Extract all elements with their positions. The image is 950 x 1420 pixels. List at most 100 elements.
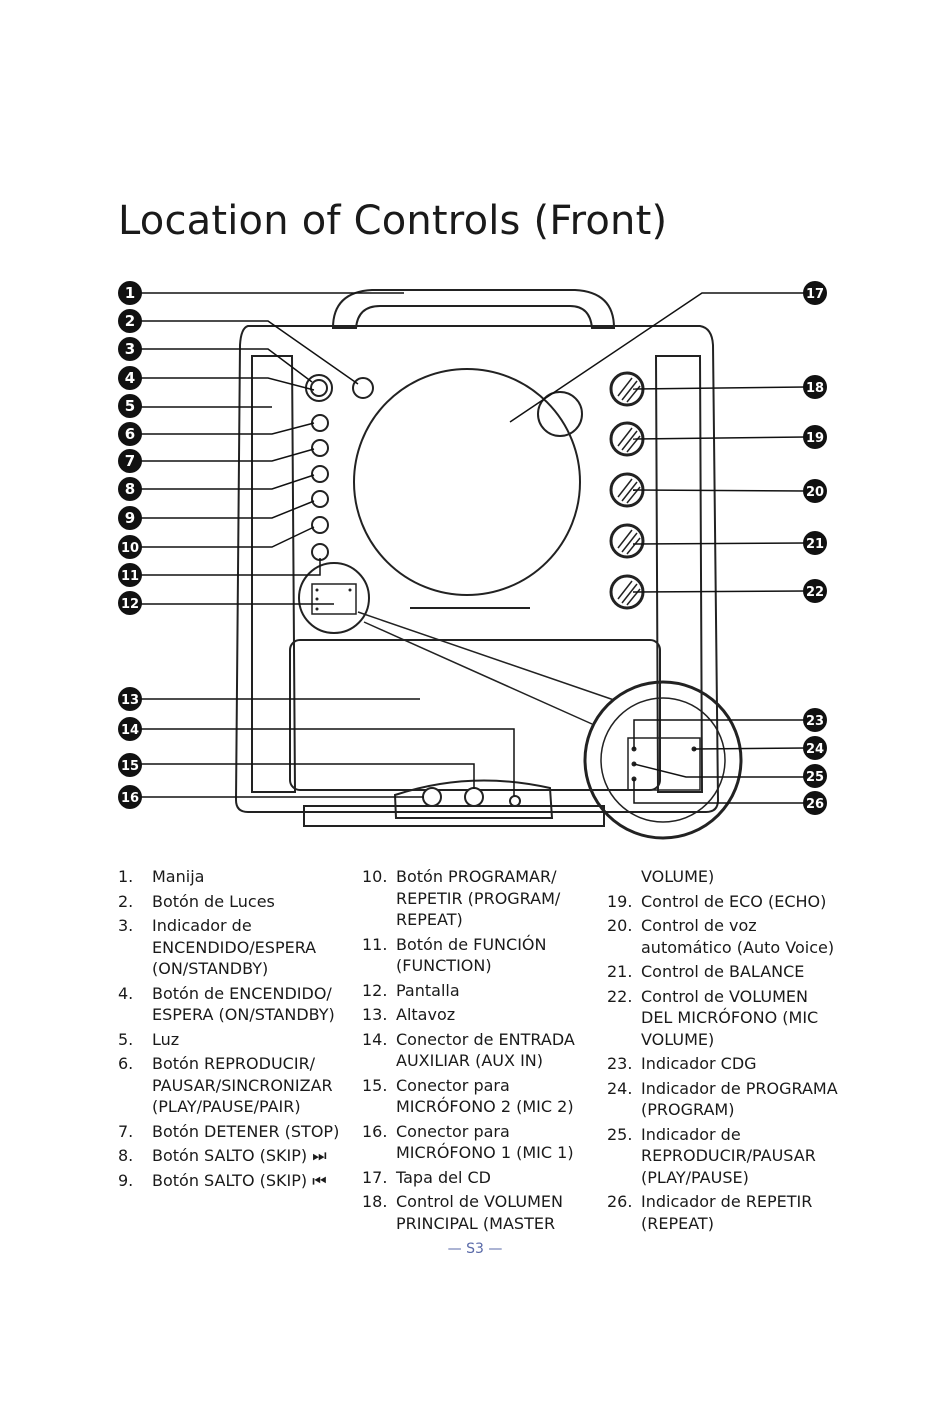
legend-item-number: 10. xyxy=(362,867,388,886)
callout-number: 2 xyxy=(125,312,135,330)
callout-badge-4 xyxy=(118,366,142,390)
callout-number: 12 xyxy=(121,597,139,612)
legend-item-text: Conector para MICRÓFONO 1 (MIC 1) xyxy=(396,1121,574,1163)
legend-item-number: 21. xyxy=(607,962,633,981)
callout-number: 26 xyxy=(806,797,824,812)
callout-badge-10 xyxy=(118,535,142,559)
legend-item: 6.Botón REPRODUCIR/ PAUSAR/SINCRONIZAR (… xyxy=(118,1053,350,1118)
legend-item: 25.Indicador de REPRODUCIR/PAUSAR (PLAY/… xyxy=(607,1124,839,1189)
legend-column-2: 10. Botón PROGRAMAR/ REPETIR (PROGRAM/ RE… xyxy=(362,866,598,1237)
handle-shape xyxy=(331,289,616,329)
legend-item-number: 23. xyxy=(607,1054,633,1073)
legend-item: 8. Botón SALTO (SKIP) ⏭ xyxy=(118,1145,350,1167)
callout-badge-25 xyxy=(803,764,827,788)
callout-number: 15 xyxy=(121,759,139,774)
legend-item-text: Indicador de ENCENDIDO/ESPERA (ON/STANDB… xyxy=(152,916,317,978)
legend-item-text: Botón SALTO (SKIP) ⏭ xyxy=(152,1146,327,1165)
legend-item-text: Botón PROGRAMAR/ REPETIR (PROGRAM/ REPEA… xyxy=(396,867,561,929)
legend-item-text: Control de ECO (ECHO) xyxy=(641,891,827,911)
legend-item: 21.Control de BALANCE xyxy=(607,961,839,983)
callout-badge-3 xyxy=(118,337,142,361)
callout-badge-21 xyxy=(803,531,827,555)
callout-number: 16 xyxy=(121,791,139,806)
legend-item: 9.Botón SALTO (SKIP) ⏮ xyxy=(118,1170,350,1192)
legend-item-number: 1. xyxy=(118,867,134,886)
legend-item: 15.Conector para MICRÓFONO 2 (MIC 2) xyxy=(362,1075,598,1118)
legend-item-text: Conector de ENTRADA AUXILIAR (AUX IN) xyxy=(396,1029,575,1071)
callout-number: 23 xyxy=(806,714,824,729)
callout-number: 21 xyxy=(806,537,824,552)
callout-badge-19 xyxy=(803,425,827,449)
legend-item-text: Botón REPRODUCIR/ PAUSAR/SINCRONIZAR (PL… xyxy=(152,1054,333,1116)
callout-number: 13 xyxy=(121,693,139,708)
callout-number: 10 xyxy=(121,541,139,556)
legend-item: 10. Botón PROGRAMAR/ REPETIR (PROGRAM/ RE… xyxy=(362,866,598,931)
callout-number: 25 xyxy=(806,770,824,785)
callout-number: 14 xyxy=(121,723,139,738)
legend-item-number: 22. xyxy=(607,986,633,1006)
legend-item-text: Botón de ENCENDIDO/ ESPERA (ON/STANDBY) xyxy=(152,983,335,1025)
legend-item: 16. Conector para MICRÓFONO 1 (MIC 1) xyxy=(362,1121,598,1164)
callout-badge-18 xyxy=(803,375,827,399)
legend-item-text: Botón DETENER (STOP) xyxy=(152,1121,340,1141)
legend-item: 17.Tapa del CD xyxy=(362,1167,598,1189)
callout-number: 20 xyxy=(806,485,824,500)
legend-item-text: Botón de Luces xyxy=(152,891,275,911)
callout-badge-14 xyxy=(118,717,142,741)
callout-badge-17 xyxy=(803,281,827,305)
callout-badge-5 xyxy=(118,394,142,418)
display-zoom-large xyxy=(583,680,743,840)
legend-item: 3. Indicador de ENCENDIDO/ESPERA (ON/STAN… xyxy=(118,915,350,980)
knob-21 xyxy=(609,523,645,559)
legend-item-number: 15. xyxy=(362,1075,388,1095)
legend-item: 22. Control de VOLUMEN DEL MICRÓFONO (MIC… xyxy=(607,986,839,1051)
callout-badge-1 xyxy=(118,281,142,305)
callout-badge-13 xyxy=(118,687,142,711)
callout-badge-20 xyxy=(803,479,827,503)
legend-item-text: Indicador de REPETIR (REPEAT) xyxy=(641,1192,813,1233)
legend-item-text: Botón de FUNCIÓN (FUNCTION) xyxy=(396,934,547,976)
legend-item-number: 17. xyxy=(362,1167,388,1187)
legend-item-number: 16. xyxy=(362,1121,388,1141)
callout-badge-26 xyxy=(803,791,827,815)
callout-number: 3 xyxy=(125,340,135,358)
callout-number: 5 xyxy=(125,397,135,415)
legend-item: 11. Botón de FUNCIÓN (FUNCTION) xyxy=(362,934,598,977)
legend-item-number: 8. xyxy=(118,1146,134,1165)
callout-badge-16 xyxy=(118,785,142,809)
callout-badge-2 xyxy=(118,309,142,333)
legend-item: 20.Control de voz automático (Auto Voice… xyxy=(607,915,839,958)
callout-badge-6 xyxy=(118,422,142,446)
legend-item-number: 11. xyxy=(362,934,388,954)
legend-item-text: Indicador de PROGRAMA (PROGRAM) xyxy=(641,1078,838,1120)
device-body xyxy=(234,325,720,813)
callout-number: 22 xyxy=(806,585,824,600)
right-light-panel xyxy=(654,355,704,793)
legend-item-number: 20. xyxy=(607,916,633,935)
legend-item-number: 4. xyxy=(118,983,134,1003)
legend-item: 2.Botón de Luces xyxy=(118,891,350,913)
legend-item-text: Indicador de REPRODUCIR/PAUSAR (PLAY/PAU… xyxy=(641,1124,816,1187)
legend-item-number: 26. xyxy=(607,1192,633,1211)
lights-button xyxy=(352,377,374,399)
legend-item-number: 19. xyxy=(607,891,633,911)
legend-item-text: Luz xyxy=(152,1029,180,1049)
legend-item: 5.Luz xyxy=(118,1029,350,1051)
callout-number: 6 xyxy=(125,425,135,443)
callout-badge-12 xyxy=(118,591,142,615)
left-light-panel xyxy=(251,355,297,793)
callout-number: 19 xyxy=(806,431,824,446)
legend-item-number: 7. xyxy=(118,1121,134,1141)
legend-item-text: Indicador CDG xyxy=(641,1054,757,1073)
callout-number: 18 xyxy=(806,381,824,396)
callout-badge-22 xyxy=(803,579,827,603)
legend-item: 1.Manija xyxy=(118,866,350,888)
callout-number: 1 xyxy=(125,284,135,302)
callout-number: 24 xyxy=(806,742,824,757)
legend-item-number: 3. xyxy=(118,916,134,935)
legend-item: 26. Indicador de REPETIR (REPEAT) xyxy=(607,1191,839,1234)
callout-badge-24 xyxy=(803,736,827,760)
legend-item-text: Botón SALTO (SKIP) ⏮ xyxy=(152,1170,327,1190)
legend-item-text: Control de VOLUMEN DEL MICRÓFONO (MIC VO… xyxy=(641,986,819,1049)
legend-item-number: 13. xyxy=(362,1005,388,1024)
